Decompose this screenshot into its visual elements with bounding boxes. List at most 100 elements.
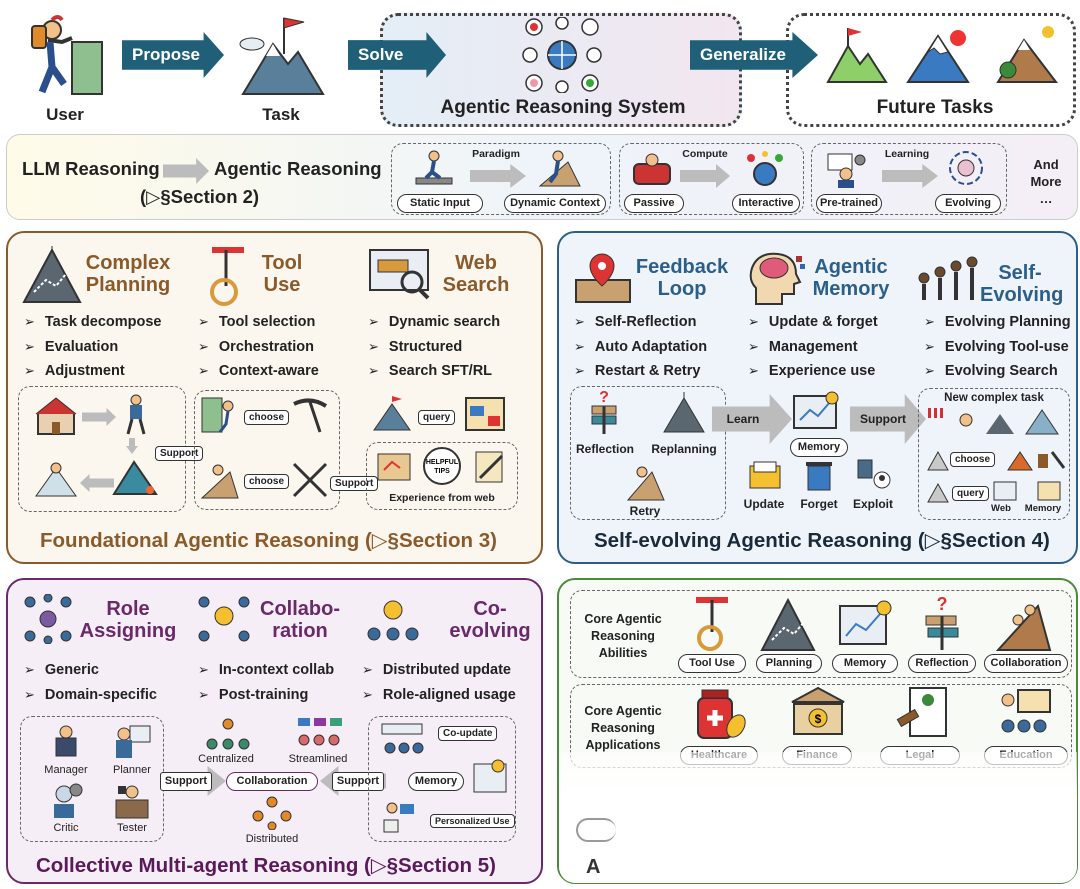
- passive-pill: Passive: [624, 194, 684, 213]
- trainee-icon: [824, 150, 868, 190]
- feedback-title: Feedback Loop: [635, 256, 729, 300]
- tool-list: Tool selection Orchestration Context-awa…: [198, 310, 319, 384]
- feedback-item: Restart & Retry: [574, 359, 707, 384]
- planning-item: Task decompose: [24, 310, 162, 335]
- plan-arrow-1: [82, 408, 116, 426]
- compute-label: Compute: [682, 148, 728, 160]
- self-list: Evolving Planning Evolving Tool-use Evol…: [924, 310, 1071, 384]
- critic-label: Critic: [53, 822, 79, 834]
- collab-item: Post-training: [198, 683, 334, 708]
- task-mountain-icon: [238, 14, 328, 100]
- collab-title: Collabo- ration: [260, 598, 340, 642]
- section4-title: Self-evolving Agentic Reasoning (▷§Secti…: [594, 529, 1050, 552]
- section3-title: Foundational Agentic Reasoning (▷§Sectio…: [40, 529, 497, 552]
- folder-icon: [748, 458, 782, 492]
- ability-collaboration-pill: Collaboration: [984, 654, 1068, 673]
- system-label: Agentic Reasoning System: [440, 97, 686, 118]
- web-label-se: Web: [991, 503, 1011, 514]
- section2-label: (▷§Section 2): [140, 186, 260, 207]
- coupdate-tag: Co-update: [438, 726, 498, 741]
- abilities-sub: [570, 590, 1072, 678]
- helpful-tips-icon: HELPFUL TIPS: [420, 446, 464, 486]
- web-item: Search SFT/RL: [368, 359, 500, 384]
- self-title: Self-Evolving: [980, 262, 1064, 306]
- ability-memory-pill: Memory: [832, 654, 898, 673]
- retry-climber-icon: [626, 462, 666, 502]
- ability-tool-pill: Tool Use: [678, 654, 746, 673]
- self-item: Evolving Planning: [924, 310, 1071, 335]
- support-label-se: Support: [860, 412, 906, 426]
- future-tasks-box: [786, 13, 1076, 127]
- collab-bulb-icon: [196, 594, 252, 644]
- web-title: Web Search: [442, 252, 510, 296]
- agentic-system-box: [380, 13, 742, 127]
- paradigm-box: [391, 143, 611, 215]
- coupdate-chart-icon: [470, 756, 510, 796]
- globe-network-icon: [745, 150, 785, 190]
- tool-item: Tool selection: [198, 310, 319, 335]
- paradigm-label: Paradigm: [472, 148, 520, 160]
- role-list: Generic Domain-specific: [24, 658, 157, 707]
- replanning-mountain-icon: [662, 392, 706, 434]
- role-item: Domain-specific: [24, 683, 157, 708]
- hiker-small-icon: [118, 394, 154, 436]
- foundational-panel: [6, 231, 543, 564]
- collab-list: In-context collab Post-training: [198, 658, 334, 707]
- critic-icon: [46, 782, 86, 820]
- choose-tag-1: choose: [244, 410, 290, 425]
- coevo-list: Distributed update Role-aligned usage: [362, 658, 516, 707]
- tester-icon: [112, 782, 152, 820]
- exploit-user-icon: [856, 458, 892, 492]
- newtask-sub: [918, 388, 1070, 520]
- education-icon: [996, 686, 1052, 740]
- planning-item: Adjustment: [24, 359, 162, 384]
- agentic-reasoning-label: Agentic Reasoning: [214, 158, 382, 179]
- mountain-green-icon: [826, 24, 888, 86]
- new-task-strip: [926, 406, 1064, 436]
- tool-title: Tool Use: [261, 252, 303, 296]
- query-tag: query: [418, 410, 456, 425]
- centralized-icon: [204, 718, 252, 752]
- planning-mountain-icon: [22, 242, 82, 304]
- role-title: Role Assigning: [79, 598, 177, 642]
- coevo-title: Co- evolving: [449, 598, 531, 642]
- support-tag-1: Support: [155, 446, 204, 461]
- hiker-icon: [538, 148, 582, 188]
- faded-pill-stub: [576, 818, 616, 842]
- healthcare-icon: [690, 686, 746, 740]
- tool-item: Context-aware: [198, 359, 319, 384]
- manager-icon: [46, 722, 86, 762]
- core-abilities-label: Core Agentic Reasoning Abilities: [584, 612, 662, 660]
- distributed-label: Distributed: [245, 833, 299, 845]
- choose-tag-2: choose: [244, 474, 290, 489]
- svg-text:TIPS: TIPS: [434, 468, 450, 475]
- plan-arrow-2: [80, 474, 114, 492]
- web-item: Structured: [368, 335, 500, 360]
- treadmill-icon: [412, 148, 456, 188]
- query-row-icons: [926, 478, 1066, 504]
- compute-box: [619, 143, 804, 215]
- web-list: Dynamic search Structured Search SFT/RL: [368, 310, 500, 384]
- brain-evolve-icon: [946, 148, 986, 190]
- tool-ability-icon: [690, 596, 736, 652]
- planner-icon: [112, 722, 152, 762]
- static-input-pill: Static Input: [397, 194, 483, 213]
- self-item: Evolving Tool-use: [924, 335, 1071, 360]
- tool-item: Orchestration: [198, 335, 319, 360]
- memory-label-se: Memory: [1024, 503, 1062, 514]
- generalize-label: Generalize: [700, 45, 786, 64]
- new-task-label: New complex task: [944, 392, 1044, 404]
- memory-pill-ma: Memory: [408, 772, 464, 791]
- memory-list: Update & forget Management Experience us…: [748, 310, 878, 384]
- dynamic-context-pill: Dynamic Context: [504, 194, 606, 213]
- pretrained-pill: Pre-trained: [816, 194, 882, 213]
- self-item: Evolving Search: [924, 359, 1071, 384]
- map-icon: [376, 450, 412, 484]
- manager-label: Manager: [44, 764, 88, 776]
- experience-label: Experience from web: [389, 492, 495, 504]
- future-label: Future Tasks: [876, 97, 994, 118]
- mountain-snow-icon: [906, 26, 970, 86]
- svg-text:HELPFUL: HELPFUL: [426, 459, 459, 466]
- memory-title: Agentic Memory: [812, 256, 890, 300]
- web-item: Dynamic search: [368, 310, 500, 335]
